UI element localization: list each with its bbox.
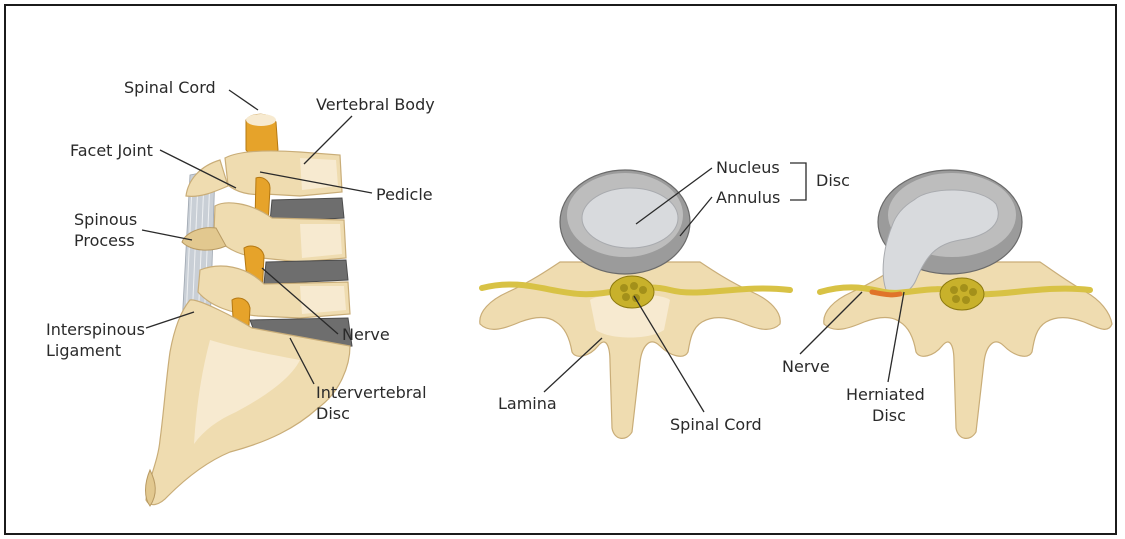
spinal-cord-herniated <box>940 278 984 310</box>
leader-spinal-cord-lateral <box>229 90 258 110</box>
label-nerve-herniated: Nerve <box>782 357 830 376</box>
nucleus-normal <box>582 188 678 248</box>
spinal-cord-top-cap <box>246 114 276 126</box>
label-interspinous-ligament-line2: Ligament <box>46 341 121 360</box>
label-annulus: Annulus <box>716 188 780 207</box>
label-spinous-process-line2: Process <box>74 231 135 250</box>
label-lamina: Lamina <box>498 394 557 413</box>
leader-spinous-process <box>142 230 192 240</box>
label-interspinous-ligament-line1: Interspinous <box>46 320 145 339</box>
label-herniated-disc-line2: Disc <box>872 406 906 425</box>
label-spinal-cord-top: Spinal Cord <box>670 415 762 434</box>
label-herniated-disc-line1: Herniated <box>846 385 925 404</box>
label-facet-joint: Facet Joint <box>70 141 153 160</box>
spinal-cord-normal <box>610 276 654 308</box>
nerve-inflammation <box>872 292 900 295</box>
disc-bracket <box>790 163 806 200</box>
label-intervertebral-disc-line2: Disc <box>316 404 350 423</box>
vertebral-body-highlight-3 <box>300 286 346 314</box>
vertebral-body-highlight-2 <box>300 224 342 258</box>
label-spinous-process-line1: Spinous <box>74 210 137 229</box>
lateral-spine-illustration <box>146 114 353 506</box>
label-spinal-cord-lateral: Spinal Cord <box>124 78 216 97</box>
label-pedicle: Pedicle <box>376 185 433 204</box>
label-intervertebral-disc-line1: Intervertebral <box>316 383 427 402</box>
label-nucleus: Nucleus <box>716 158 780 177</box>
label-vertebral-body: Vertebral Body <box>316 95 435 114</box>
label-nerve-lateral: Nerve <box>342 325 390 344</box>
label-disc: Disc <box>816 171 850 190</box>
